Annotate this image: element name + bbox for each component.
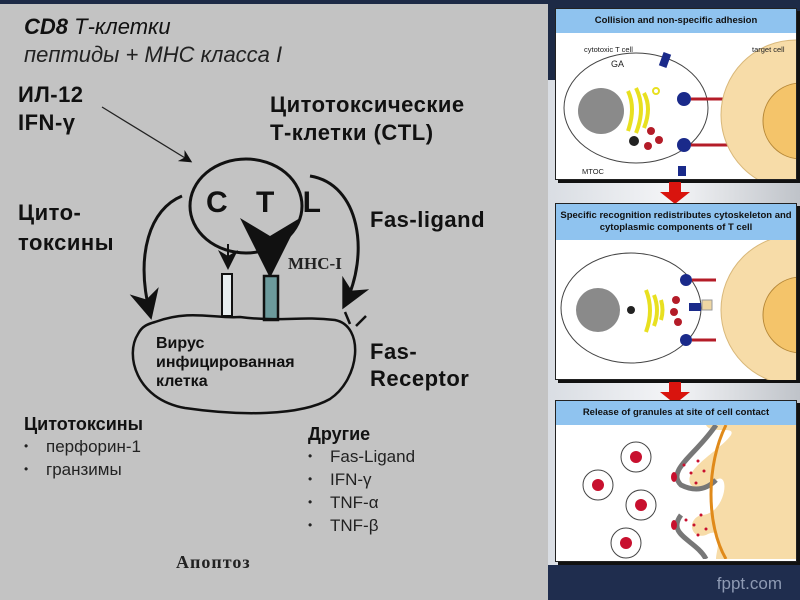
mhc-receptor (262, 274, 280, 322)
inducer-il12: ИЛ-12 (18, 82, 84, 107)
adhesion-molecule (677, 92, 691, 106)
target-cell-nucleus (762, 276, 796, 354)
list-item: перфорин-1 (24, 435, 143, 458)
panel-collision: Collision and non-specific adhesion cyto… (555, 8, 797, 180)
target-cell (689, 425, 796, 559)
adhesion-molecule (677, 138, 691, 152)
infected-cell-line3: клетка (156, 373, 208, 390)
released-granules (671, 459, 708, 537)
list-item: TNF-β (308, 514, 415, 537)
infected-cell-line1: Вирус (156, 335, 205, 352)
header-subtitle: пептиды + МНС класса I (24, 42, 283, 67)
list-item: IFN-γ (308, 468, 415, 491)
panel-granule-release: Release of granules at site of cell cont… (555, 400, 797, 562)
target-cell-nucleus (762, 82, 796, 160)
t-cell (563, 52, 709, 164)
step-arrow-icon (660, 382, 690, 404)
infected-cell-line2: инфицированная (156, 354, 295, 371)
fas-receptor-mark (355, 315, 367, 327)
ctl-label: C T L (206, 186, 331, 219)
mtoc-label: MTOC (582, 167, 604, 176)
fas-receptor-mark (343, 311, 352, 325)
apoptosis-label: Апоптоз (176, 552, 251, 572)
panel-title: Release of granules at site of cell cont… (556, 401, 796, 425)
diagram-lines (101, 106, 370, 415)
list-item: Fas-Ligand (308, 445, 415, 468)
list-item: TNF-α (308, 491, 415, 514)
inducer-arrow (101, 106, 193, 163)
panel-recognition: Specific recognition redistributes cytos… (555, 203, 797, 380)
panel-title: Specific recognition redistributes cytos… (556, 204, 796, 240)
list-item: гранзимы (24, 458, 143, 481)
others-list: Другие Fas-Ligand IFN-γ TNF-α TNF-β (308, 424, 415, 537)
brand-watermark: fppt.com (716, 574, 782, 593)
cytotoxins-list: Цитотоксины перфорин-1 гранзимы (24, 414, 143, 481)
panel-collision-illustration (563, 39, 796, 179)
fas-receptor-line1: Fas- (370, 339, 418, 364)
target-cell-label: target cell (752, 45, 785, 54)
fas-ligand-label: Fas-ligand (370, 207, 486, 232)
inducer-ifn: IFN-γ (18, 110, 76, 135)
t-cell-label: cytotoxic T cell (584, 45, 633, 54)
golgi-apparatus (626, 87, 650, 134)
tcr (689, 303, 701, 311)
step-arrow-icon (660, 182, 690, 204)
t-cell-nucleus (576, 288, 620, 332)
fas-receptor-line2: Receptor (370, 366, 470, 391)
t-cell-membrane (674, 425, 719, 559)
ctl-mechanism-diagram: CD8 Т-клетки пептиды + МНС класса I ИЛ-1… (0, 4, 548, 600)
fas-ligand-arrow (309, 174, 370, 310)
cytotoxins-arrow (129, 194, 183, 320)
infected-cell-outline (131, 313, 357, 415)
header-t-cells: Т-клетки (74, 14, 171, 39)
diagram-header: CD8 Т-клетки (24, 14, 171, 40)
golgi-label: GA (611, 59, 625, 69)
panel-granule-illustration (582, 425, 796, 559)
golgi-apparatus (644, 289, 665, 333)
t-cell-nucleus (578, 88, 624, 134)
tcr-receptor (221, 273, 233, 317)
granule-group (582, 441, 657, 559)
header-cd8: CD8 (24, 14, 69, 39)
others-list-title: Другие (308, 424, 371, 444)
infected-cell-label: Вирус инфицированная клетка (156, 334, 295, 391)
cytotoxins-label-line1: Цито- (18, 200, 82, 225)
cytotoxins-label-line2: токсины (18, 230, 114, 255)
mtoc (629, 136, 639, 146)
mtoc (627, 306, 635, 314)
cytotoxins-list-title: Цитотоксины (24, 414, 144, 434)
tcr (658, 52, 672, 68)
panel-recognition-illustration (560, 240, 796, 380)
target-cell-membrane (709, 425, 728, 559)
ctl-title-line2: Т-клетки (CTL) (270, 120, 434, 145)
mhc-label: МНС-I (288, 254, 342, 273)
ctl-title-line1: Цитотоксические (270, 92, 465, 117)
panel-title: Collision and non-specific adhesion (556, 9, 796, 33)
